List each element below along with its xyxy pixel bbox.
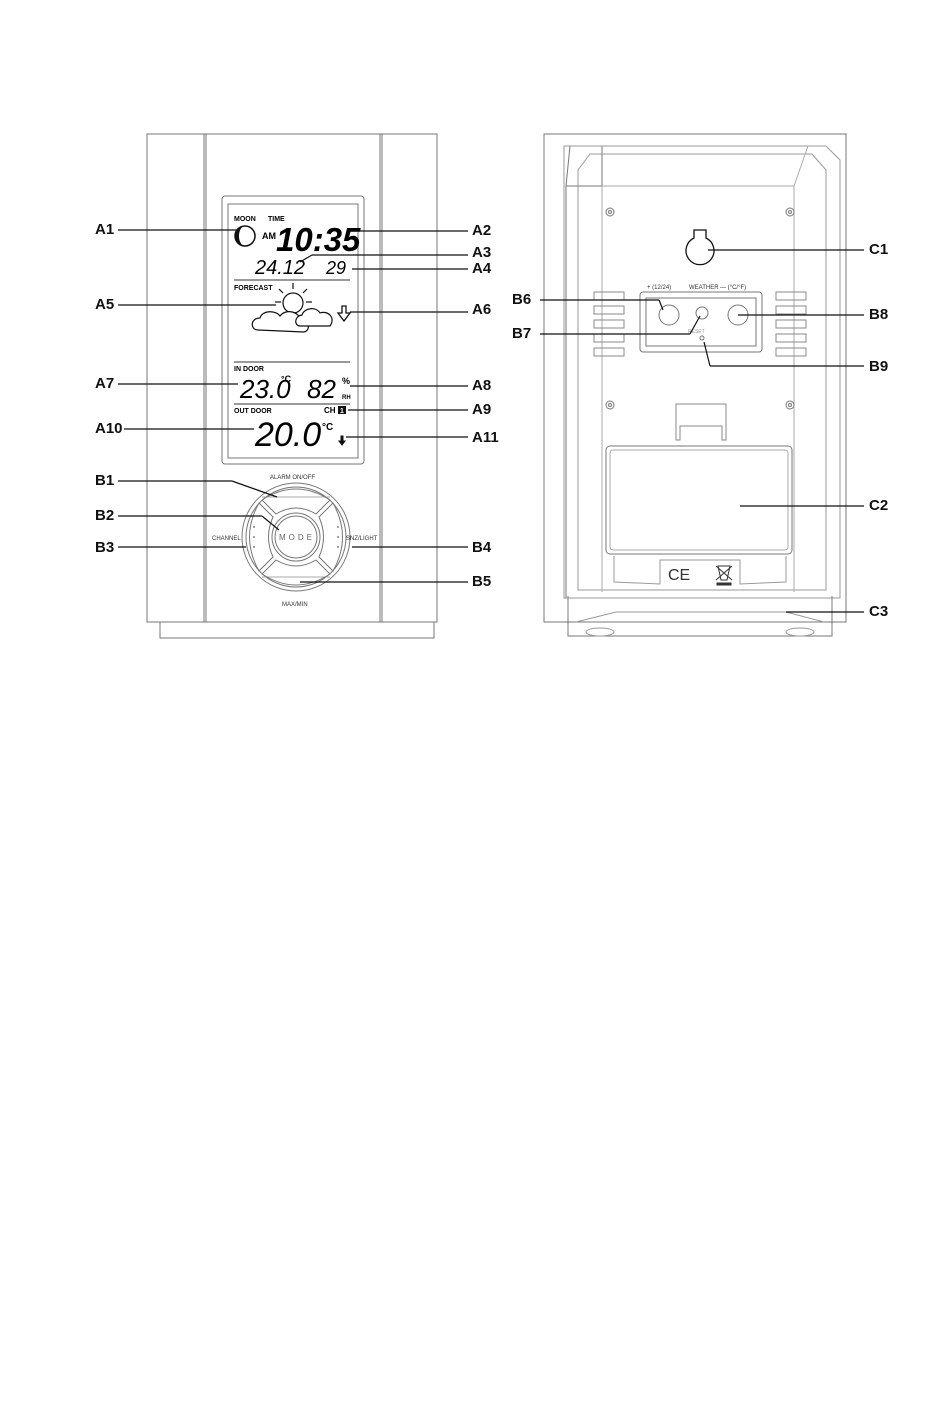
- callout-b4: B4: [472, 540, 491, 556]
- callout-a9: A9: [472, 402, 491, 418]
- front-housing-outline: [147, 134, 437, 622]
- plus-12-24-label: + (12/24): [647, 285, 671, 291]
- outdoor-temperature-unit: °C: [322, 422, 333, 433]
- ce-mark: CE: [668, 567, 690, 584]
- wall-hanger-keyhole: [686, 230, 714, 265]
- stand-clip: [676, 404, 726, 440]
- temperature-trend-arrow-icon: [339, 436, 345, 445]
- callout-c3: C3: [869, 604, 888, 620]
- am-indicator: AM: [262, 231, 276, 241]
- callout-b2: B2: [95, 508, 114, 524]
- callout-a8: A8: [472, 378, 491, 394]
- stand-base: [568, 596, 832, 636]
- callout-c2: C2: [869, 498, 888, 514]
- callout-a11: A11: [472, 430, 499, 446]
- callout-a6: A6: [472, 302, 491, 318]
- indoor-temperature-unit: °C: [281, 374, 292, 384]
- back-housing-outline: [544, 134, 846, 622]
- channel-label: CH: [324, 406, 336, 415]
- outdoor-temperature: 20.0: [254, 416, 321, 454]
- back-view: [544, 134, 846, 636]
- callout-a7: A7: [95, 376, 114, 392]
- alarm-button-label: ALARM ON/OFF: [270, 475, 315, 481]
- channel-number: 1: [340, 408, 344, 415]
- callout-a5: A5: [95, 297, 114, 313]
- callout-b9: B9: [869, 359, 888, 375]
- weee-bin-icon: [716, 566, 732, 585]
- time-display: 10:35: [276, 221, 361, 258]
- weather-label: WEATHER: [689, 285, 719, 291]
- mode-button-label: MODE: [279, 533, 315, 542]
- pressure-trend-arrow-icon: [338, 306, 350, 321]
- rear-button-panel: [640, 292, 762, 352]
- callout-a4: A4: [472, 261, 491, 277]
- callout-a1: A1: [95, 222, 114, 238]
- front-base: [160, 622, 434, 638]
- callout-a10: A10: [95, 421, 123, 437]
- weather-button[interactable]: [696, 307, 708, 319]
- callout-b3: B3: [95, 540, 114, 556]
- callout-a2: A2: [472, 223, 491, 239]
- callout-b6: B6: [512, 292, 531, 308]
- humidity-rh-label: RH: [342, 395, 351, 401]
- snz-light-button-label: SNZ/LIGHT: [346, 536, 378, 542]
- channel-button-label: CHANNEL: [212, 536, 241, 542]
- battery-compartment-cover: [606, 446, 792, 554]
- callout-b1: B1: [95, 473, 114, 489]
- moon-label: MOON: [234, 216, 256, 223]
- lcd-content: MOON TIME AM 10:35 24.12 29 FORECAST: [234, 216, 361, 454]
- callout-b8: B8: [869, 307, 888, 323]
- cloud-icon: [296, 309, 332, 326]
- outdoor-label: OUT DOOR: [234, 408, 272, 415]
- reset-button[interactable]: [700, 336, 704, 340]
- humidity-percent-unit: %: [342, 376, 350, 386]
- seconds-display: 29: [325, 258, 346, 278]
- indoor-humidity: 82: [307, 374, 336, 404]
- vent-slots-left: [594, 292, 624, 356]
- callout-a3: A3: [472, 245, 491, 261]
- callout-c1: C1: [869, 242, 888, 258]
- max-min-button-label: MAX/MIN: [282, 602, 308, 608]
- front-button-panel: ALARM ON/OFF MODE CHANNEL SNZ/LIGHT MAX/…: [212, 475, 378, 608]
- callout-b7: B7: [512, 326, 531, 342]
- moon-phase-icon: [235, 226, 255, 246]
- callout-b5: B5: [472, 574, 491, 590]
- minus-c-f-label: — (°C/°F): [720, 285, 746, 291]
- date-display: 24.12: [254, 257, 305, 279]
- forecast-label: FORECAST: [234, 285, 273, 292]
- sun-icon: [275, 283, 312, 313]
- indoor-label: IN DOOR: [234, 366, 264, 373]
- vent-slots-right: [776, 292, 806, 356]
